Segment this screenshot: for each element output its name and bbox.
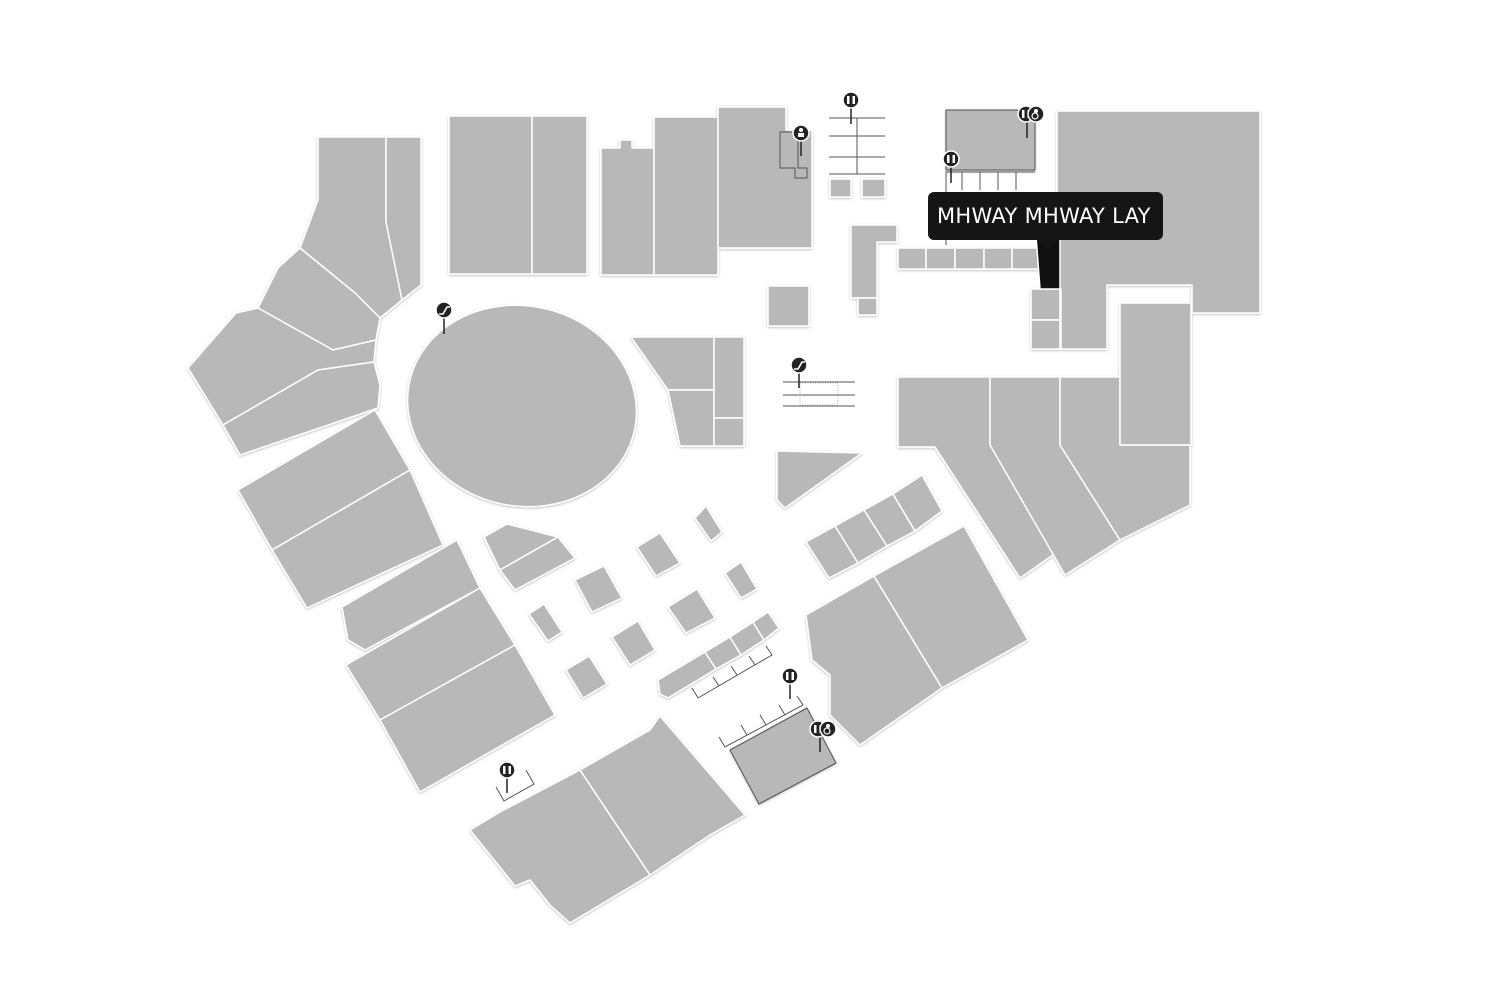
store-unit[interactable] (499, 536, 576, 591)
restroom-icon[interactable] (498, 761, 516, 793)
store-name-label: MHWAY MHWAY LAY (937, 204, 1151, 228)
baby-change-icon[interactable] (792, 124, 810, 156)
accessible-restroom-icon[interactable] (819, 720, 837, 738)
store-unit[interactable] (1030, 288, 1061, 321)
store-name-tooltip: MHWAY MHWAY LAY (928, 192, 1163, 240)
store-unit[interactable] (630, 336, 715, 391)
store-unit[interactable] (724, 561, 758, 599)
store-unit[interactable] (892, 474, 943, 532)
tooltip-pointer (1036, 238, 1060, 250)
store-unit[interactable] (850, 224, 898, 299)
store-unit[interactable] (600, 139, 655, 276)
escalator-steps (783, 381, 855, 407)
store-unit[interactable] (713, 336, 745, 419)
store-unit[interactable] (528, 603, 563, 642)
restroom-icon[interactable] (781, 667, 799, 699)
store-unit[interactable] (729, 707, 837, 805)
store-unit[interactable] (713, 417, 745, 447)
central-atrium-store[interactable] (389, 284, 656, 527)
restroom-icon[interactable] (942, 150, 960, 183)
store-unit[interactable] (873, 525, 1029, 689)
restroom-stalls-bottom (495, 645, 804, 802)
store-unit[interactable] (861, 178, 886, 198)
store-unit[interactable] (717, 106, 813, 249)
store-unit[interactable] (222, 361, 381, 456)
store-unit[interactable] (653, 116, 719, 276)
escalator-icon[interactable] (435, 301, 453, 334)
store-unit[interactable] (776, 450, 863, 509)
store-unit[interactable] (611, 620, 656, 666)
store-unit[interactable] (897, 247, 927, 270)
store-unit[interactable] (767, 285, 810, 327)
store-unit[interactable] (574, 565, 623, 613)
store-unit[interactable] (1011, 247, 1041, 270)
store-unit[interactable] (636, 532, 681, 577)
store-unit[interactable] (694, 505, 723, 542)
store-unit[interactable] (945, 109, 1036, 171)
store-unit[interactable] (829, 178, 852, 198)
store-unit[interactable] (565, 655, 608, 699)
escalator-icon[interactable] (790, 356, 808, 388)
restroom-stalls-top (829, 117, 885, 175)
store-unit[interactable] (667, 588, 716, 634)
store-unit[interactable] (1030, 319, 1061, 350)
store-unit[interactable] (954, 247, 985, 270)
storage-outline (779, 131, 808, 179)
store-unit[interactable] (271, 469, 444, 609)
store-unit[interactable] (752, 611, 780, 641)
accessible-restroom-icon[interactable] (1027, 105, 1045, 123)
store-unit[interactable] (341, 539, 481, 651)
store-unit[interactable] (531, 115, 588, 275)
store-unit[interactable] (667, 389, 715, 447)
store-unit[interactable] (1119, 302, 1192, 446)
store-unit[interactable] (385, 136, 422, 301)
store-unit[interactable] (379, 644, 556, 793)
store-unit[interactable] (657, 651, 717, 699)
store-unit[interactable] (857, 297, 878, 316)
store-unit[interactable] (925, 247, 956, 270)
restroom-icon[interactable] (842, 91, 860, 124)
store-unit[interactable] (579, 715, 746, 876)
store-unit[interactable] (983, 247, 1013, 270)
store-unit[interactable] (448, 115, 533, 275)
